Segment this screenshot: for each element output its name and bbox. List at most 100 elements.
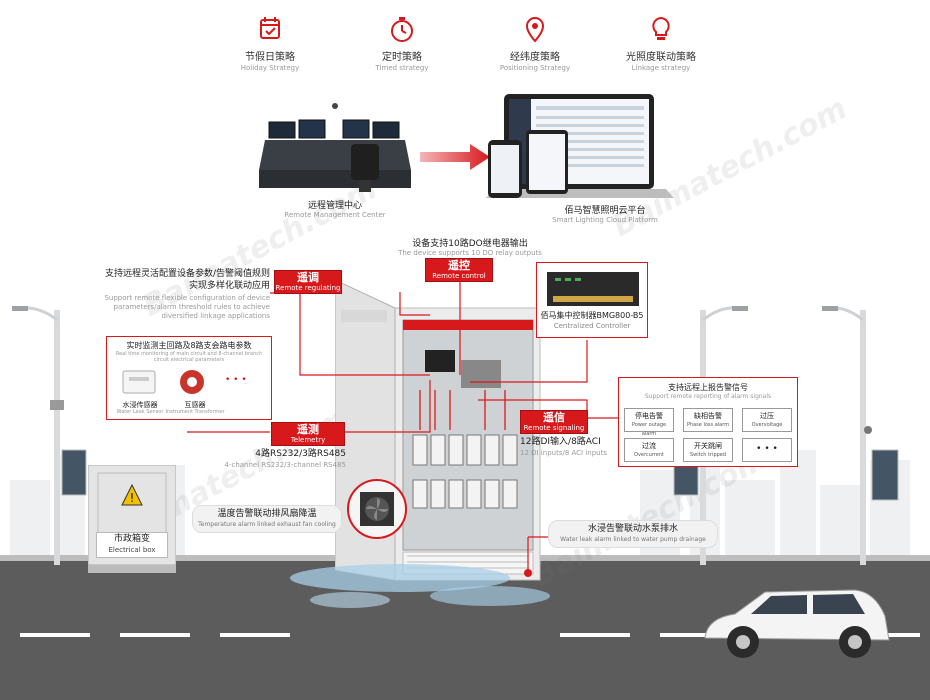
strategy-label: 光照度联动策略 [626, 52, 696, 63]
distribution-cabinet [335, 280, 541, 581]
relay-caption: 设备支持10路DO继电器输出 The device supports 10 DO… [360, 236, 580, 257]
telemetry-tag-label-en: Telemetry [290, 436, 326, 444]
alarm-overcurrent: 过流 Overcurrent [624, 438, 674, 462]
remote-center-caption: 远程管理中心 Remote Management Center [255, 198, 415, 219]
strategy-label-en: Timed strategy [375, 64, 429, 72]
electrical-box-label-en: Electrical box [108, 546, 156, 554]
strategy-label-en: Positioning Strategy [499, 64, 571, 72]
water-sensor-label: 水浸传感器 [122, 401, 158, 409]
water-puddle [290, 564, 550, 608]
temperature-label: 温度告警联动排风扇降温 [217, 509, 317, 519]
transformer-icon [180, 370, 204, 394]
strategy-label: 经纬度策略 [510, 52, 560, 63]
signaling-tag: 遥信 Remote signaling [520, 410, 588, 434]
svg-text:!: ! [130, 491, 135, 505]
temperature-label-en: Temperature alarm linked exhaust fan coo… [198, 521, 336, 528]
map-pin-icon [525, 17, 545, 43]
strategy-timed: 定时策略 Timed strategy [347, 14, 457, 72]
regulating-tag-label: 遥调 [297, 271, 319, 284]
monitoring-box: 实时监测主回路及8路支会路电参数 Real time monitoring of… [106, 336, 272, 420]
telemetry-tag: 遥测 Telemetry [271, 422, 345, 446]
alarm-label-en: Overcurrent [634, 452, 664, 458]
alarm-label-en: Phase loss alarm [686, 422, 730, 428]
telemetry-text-en: 4-channel RS232/3-channel RS485 [224, 461, 346, 469]
water-label-en: Water leak alarm linked to water pump dr… [560, 536, 706, 543]
relay-label: 设备支持10路DO继电器输出 [412, 239, 528, 249]
strategy-label: 定时策略 [382, 52, 422, 63]
stopwatch-icon [391, 17, 413, 42]
alarm-label: 过压 [760, 412, 774, 420]
electrical-box-caption: 市政箱变 Electrical box [96, 532, 168, 558]
strategy-linkage: 光照度联动策略 Linkage strategy [606, 14, 716, 72]
alarm-label-en: Switch tripped [689, 452, 727, 458]
transformer-label-en: Instrument Transformer [165, 409, 225, 415]
regulating-tag: 遥调 Remote regulating [274, 270, 342, 294]
temperature-callout: 温度告警联动排风扇降温 Temperature alarm linked exh… [192, 505, 342, 533]
calendar-icon [260, 17, 280, 39]
strategy-holiday: 节假日策略 Holiday Strategy [215, 14, 325, 72]
regulating-text-1: 支持远程灵活配置设备参数/告警阈值规则 [104, 269, 270, 279]
alarm-label-en: Overvoltage [751, 422, 783, 428]
control-tag-label: 遥控 [448, 259, 470, 272]
alarm-label: 停电告警 [635, 412, 663, 420]
arrow-icon [420, 144, 490, 170]
street-light-left [12, 306, 87, 565]
relay-label-en: The device supports 10 DO relay outputs [398, 249, 542, 257]
controller-box: 佰马集中控制器BMG800-B5 Centralized Controller [536, 262, 648, 338]
alarm-report-title: 支持远程上报告警信号 [668, 383, 748, 392]
regulating-tag-label-en: Remote regulating [275, 284, 341, 292]
signaling-tag-label: 遥信 [543, 411, 565, 424]
alarm-phase-loss: 缺相告警 Phase loss alarm [683, 408, 733, 432]
monitoring-label-en: Real time monitoring of main circuit and… [115, 351, 263, 363]
alarm-power-outage: 停电告警 Power outage alarm [624, 408, 674, 437]
water-sensor-caption: 水浸传感器 Water Leak Sensor [111, 401, 169, 415]
water-sensor-label-en: Water Leak Sensor [116, 409, 164, 415]
controller-label: 佰马集中控制器BMG800-B5 [540, 311, 644, 320]
alarm-report-title-en: Support remote reporting of alarm signal… [644, 393, 772, 400]
transformer-label: 互感器 [184, 401, 206, 409]
alarm-switch-tripped: 开关跳闸 Switch tripped [683, 438, 733, 462]
control-room-illustration [259, 103, 411, 192]
controller-device-illustration [547, 272, 639, 306]
remote-center-label: 远程管理中心 [307, 201, 362, 211]
signaling-description: 12路DI输入/8路ACI 12 DI inputs/8 ACI inputs [520, 436, 640, 458]
water-callout: 水浸告警联动水泵排水 Water leak alarm linked to wa… [548, 520, 718, 548]
cloud-platform-label-en: Smart Lighting Cloud Platform [552, 216, 658, 224]
alarm-overvoltage: 过压 Overvoltage [742, 408, 792, 432]
regulating-text-en: Support remote flexible configuration of… [104, 294, 270, 320]
regulating-description: 支持远程灵活配置设备参数/告警阈值规则 实现多样化联动应用 Support re… [80, 268, 270, 321]
car-illustration [704, 589, 890, 658]
alarm-label: • • • [756, 444, 778, 454]
telemetry-text: 4路RS232/3路RS485 [255, 449, 346, 459]
cloud-platform-caption: 佰马智慧照明云平台 Smart Lighting Cloud Platform [540, 203, 670, 224]
control-tag: 遥控 Remote control [425, 258, 493, 282]
strategy-label-en: Linkage strategy [631, 64, 691, 72]
water-drop-marker [524, 536, 548, 577]
alarm-label: 开关跳闸 [694, 442, 722, 450]
alarm-label: 缺相告警 [694, 412, 722, 420]
light-bulb-icon [652, 16, 670, 40]
street-light-right [822, 306, 899, 565]
regulating-text-2: 实现多样化联动应用 [188, 281, 270, 291]
telemetry-description: 4路RS232/3路RS485 4-channel RS232/3-channe… [206, 448, 346, 470]
signaling-text: 12路DI输入/8路ACI [520, 437, 601, 447]
electrical-box-label: 市政箱变 [113, 534, 150, 544]
strategy-positioning: 经纬度策略 Positioning Strategy [480, 14, 590, 72]
monitoring-label: 实时监测主回路及8路支会路电参数 [126, 341, 252, 350]
remote-center-label-en: Remote Management Center [284, 211, 386, 219]
water-label: 水浸告警联动水泵排水 [587, 524, 678, 534]
signaling-text-en: 12 DI inputs/8 ACI inputs [520, 449, 607, 457]
water-sensor-icon [122, 370, 156, 394]
control-tag-label-en: Remote control [432, 272, 486, 280]
alarm-label-en: Power outage alarm [631, 422, 667, 437]
more-indicator: • • • [225, 375, 247, 385]
transformer-caption: 互感器 Instrument Transformer [165, 401, 225, 415]
cloud-platform-devices [486, 94, 674, 198]
strategy-label-en: Holiday Strategy [240, 64, 300, 72]
telemetry-tag-label: 遥测 [297, 423, 319, 436]
alarm-label: 过流 [642, 442, 656, 450]
alarm-more: • • • [742, 438, 792, 462]
exhaust-fan-icon [347, 479, 407, 539]
alarm-report-box: 支持远程上报告警信号 Support remote reporting of a… [618, 377, 798, 467]
